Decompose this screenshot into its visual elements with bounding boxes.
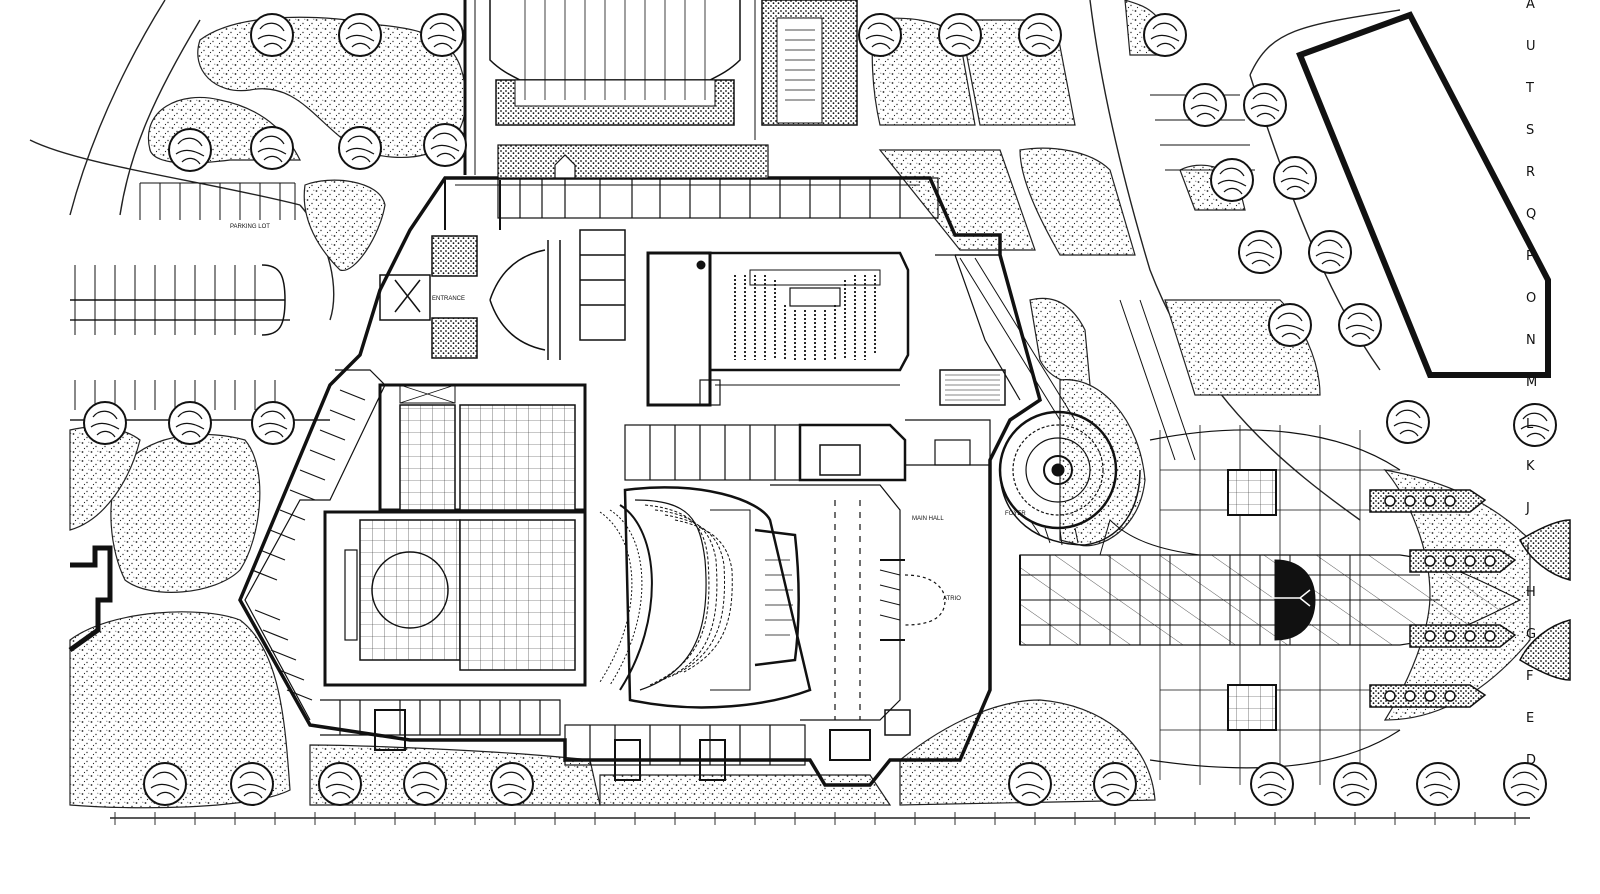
caption-letter: U [1526,39,1536,54]
left-parking-lot [70,182,296,410]
caption-letter: J [1525,501,1530,516]
caption-letter: L [1526,417,1534,432]
west-entrance [379,229,626,360]
bottom-scale-ticks [114,812,1516,825]
studio-theatre [646,251,910,407]
caption-letter: M [1526,375,1537,390]
caption-letter: K [1526,459,1535,474]
hall-label: ATRIO [943,596,961,602]
caption-letter: F [1526,669,1533,684]
top-office-row [497,144,939,219]
foyer-note-label: FOYER [1005,511,1026,517]
entrance-note-label: ENTRANCE [432,296,465,302]
west-dressing-rooms [244,369,561,751]
caption-letter: D [1526,753,1536,768]
trees [83,13,1557,806]
circular-pavilion [998,410,1141,546]
caption-letter: I [1526,543,1530,558]
east-service-wing [935,240,1076,421]
caption-letter: G [1526,627,1536,642]
building-outline [238,176,1043,787]
caption-letter: H [1526,585,1536,600]
caption-letter: A [1526,0,1535,12]
stage-house [323,383,587,687]
south-rooms [564,724,806,781]
caption-letter: T [1525,81,1534,96]
caption-letter: N [1526,333,1536,348]
caption-letter: E [1526,711,1534,726]
entrance-plaza [1019,425,1522,785]
west-edge-wall [68,545,113,653]
central-support-rooms [624,419,991,482]
main-auditorium [599,486,812,709]
caption-letter: S [1526,123,1534,138]
caption-letter: P [1526,249,1534,264]
main-hall-note: MAIN HALL [912,516,944,522]
parking-note-label: PARKING LOT [230,224,270,230]
vertical-caption: A U T S R Q P O N M L K J I H G F E D [1525,0,1537,768]
caption-letter: R [1526,165,1535,180]
caption-letter: Q [1526,207,1536,222]
main-foyer [770,484,946,761]
caption-letter: O [1526,291,1536,306]
plaza-pergolas [1369,489,1571,708]
